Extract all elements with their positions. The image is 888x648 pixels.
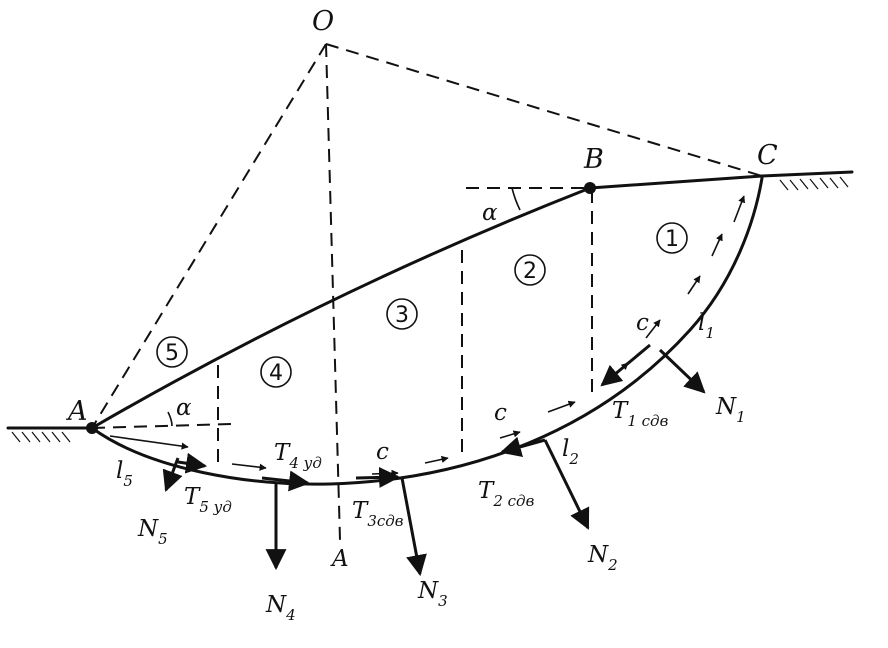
angle-ref-left	[91, 423, 233, 429]
svg-text:2: 2	[523, 259, 537, 284]
point-A-dot	[86, 422, 98, 434]
force-T5-arrow	[177, 452, 208, 474]
label-T4: T4 уд	[274, 440, 322, 472]
label-A-left: A	[65, 396, 88, 427]
label-A-bottom: A	[330, 546, 349, 572]
ground-right-hatch	[779, 176, 849, 191]
label-l2: l2	[562, 436, 579, 468]
ground-right	[760, 170, 854, 178]
cohesion-arrows	[109, 195, 746, 477]
label-T2: T2 сдв	[478, 478, 535, 510]
svg-text:3: 3	[395, 303, 409, 328]
force-T3-arrow	[355, 466, 401, 488]
label-l1: l1	[698, 310, 715, 342]
slice-2-marker: 2	[514, 254, 546, 286]
label-c-bottom: c	[376, 439, 389, 465]
label-c-right: c	[636, 310, 649, 336]
force-N1-arrow	[658, 348, 706, 394]
label-c-middle: c	[494, 400, 507, 426]
label-C: C	[757, 140, 778, 171]
label-N3: N3	[417, 578, 448, 610]
radius-OC	[325, 43, 763, 177]
slip-surface-arc	[90, 176, 764, 486]
radius-OA	[91, 43, 327, 429]
force-T1-arrow	[600, 343, 651, 387]
angle-arc-top	[511, 187, 521, 211]
label-N2: N2	[587, 542, 618, 574]
slice-1-marker: 1	[656, 222, 688, 254]
force-N2-arrow	[543, 439, 590, 530]
svg-text:4: 4	[269, 361, 283, 386]
label-O: O	[312, 6, 334, 37]
label-alpha-top: α	[482, 200, 498, 226]
force-T4-arrow	[261, 470, 311, 492]
svg-text:1: 1	[665, 227, 679, 252]
point-B-dot	[584, 182, 596, 194]
svg-text:5: 5	[165, 341, 179, 366]
label-l5: l5	[116, 458, 133, 490]
label-T1: T1 сдв	[612, 398, 669, 430]
label-T5: T5 уд	[184, 484, 232, 516]
slice-3-marker: 3	[386, 298, 418, 330]
label-B: B	[583, 144, 604, 175]
slope-crest-BC	[588, 174, 764, 190]
label-N1: N1	[715, 394, 746, 426]
angle-arc-left	[167, 411, 173, 427]
slice-4-marker: 4	[260, 356, 292, 388]
label-alpha-left: α	[176, 395, 192, 421]
force-N5-arrow	[162, 457, 183, 492]
ground-left-hatch	[11, 431, 71, 443]
label-T3: T3сдв	[352, 498, 404, 530]
label-N4: N4	[265, 592, 296, 624]
force-N3-arrow	[400, 477, 427, 577]
force-T2-arrow	[499, 436, 546, 458]
slice-5-marker: 5	[156, 336, 188, 368]
slope-face-AB	[90, 186, 592, 430]
label-N5: N5	[137, 516, 168, 548]
vertical-O-axis	[325, 43, 341, 541]
